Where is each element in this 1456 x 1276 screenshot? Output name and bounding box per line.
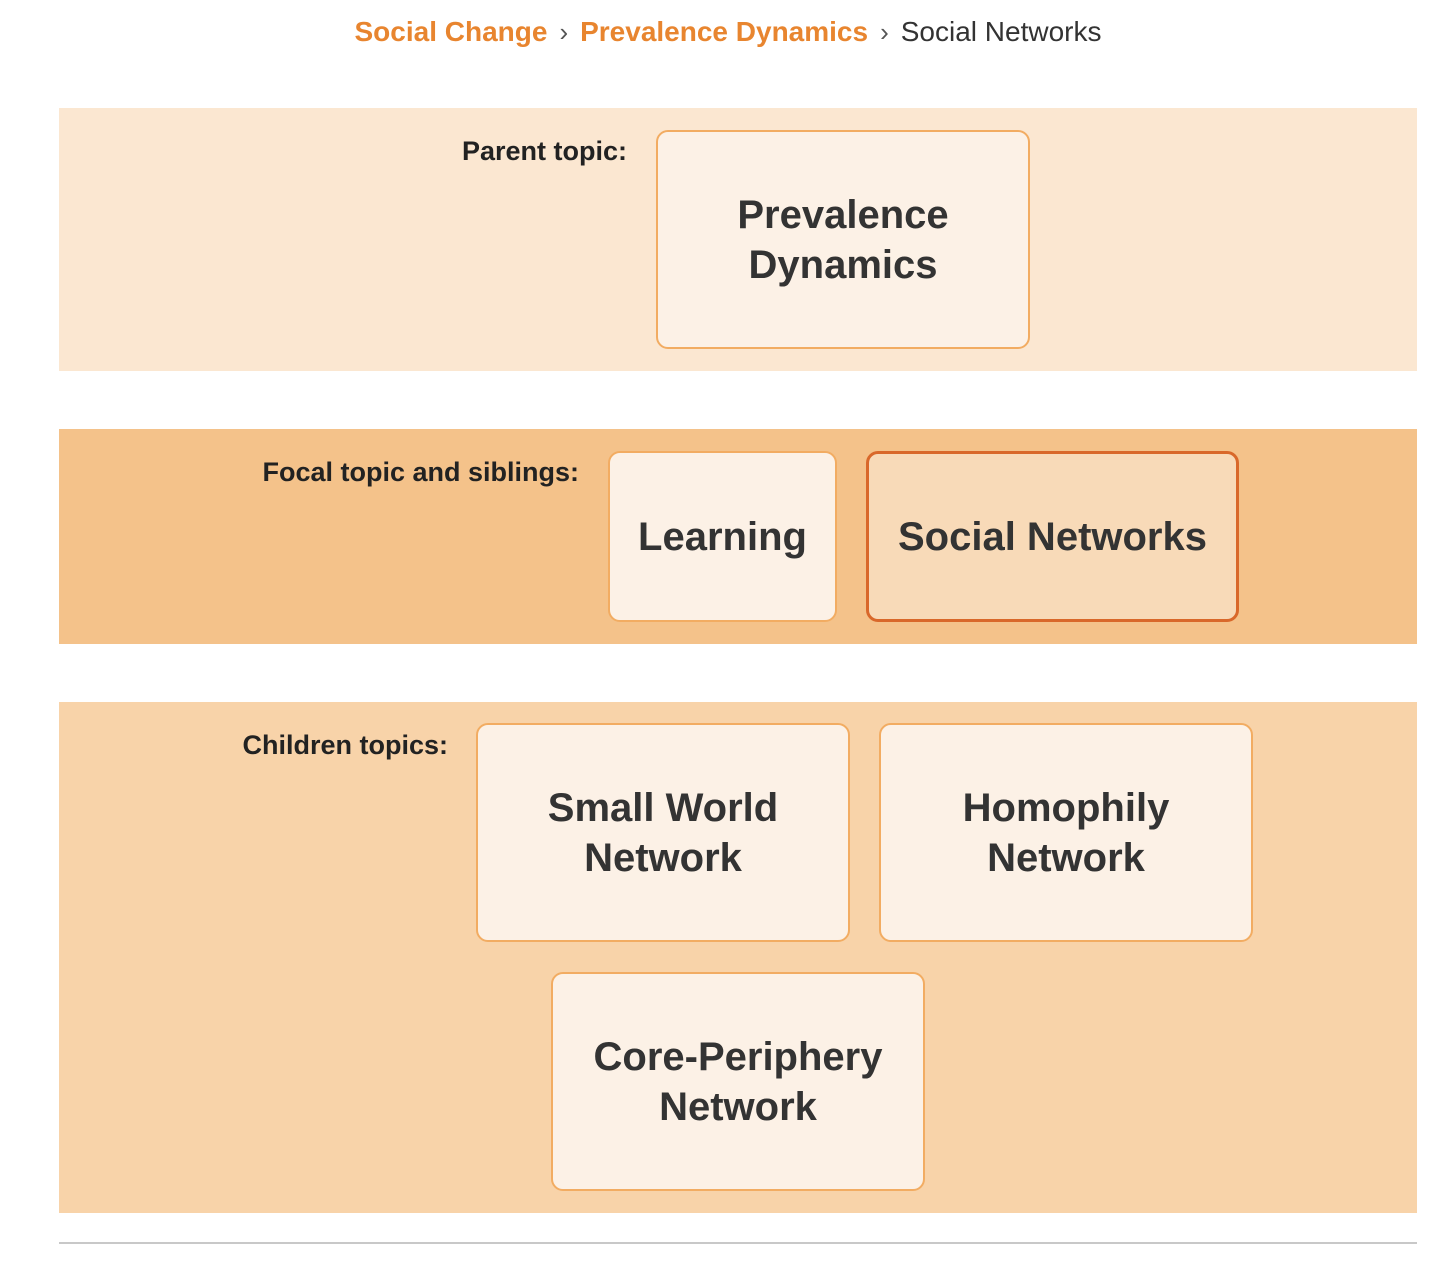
breadcrumb-separator: › bbox=[880, 16, 889, 47]
parent-topic-label: Parent topic: bbox=[461, 136, 627, 166]
focal-topic-band: Focal topic and siblings: Learning Socia… bbox=[59, 429, 1417, 644]
topic-box-small-world-network[interactable]: Small World Network bbox=[476, 723, 850, 942]
breadcrumb-link-prevalence-dynamics[interactable]: Prevalence Dynamics bbox=[580, 16, 869, 47]
bottom-divider bbox=[59, 1242, 1417, 1244]
topic-box-prevalence-dynamics[interactable]: Prevalence Dynamics bbox=[656, 130, 1030, 349]
breadcrumb-current: Social Networks bbox=[900, 16, 1102, 47]
topic-box-core-periphery-network[interactable]: Core-Periphery Network bbox=[551, 972, 925, 1191]
parent-topic-band: Parent topic: Prevalence Dynamics bbox=[59, 108, 1417, 371]
breadcrumb-separator: › bbox=[559, 16, 569, 47]
topic-box-learning[interactable]: Learning bbox=[608, 451, 837, 622]
breadcrumb: Social Change › Prevalence Dynamics › So… bbox=[0, 12, 1456, 52]
children-topics-band: Children topics: Small World Network Hom… bbox=[59, 702, 1417, 1213]
breadcrumb-link-social-change[interactable]: Social Change bbox=[354, 16, 548, 47]
topic-box-social-networks-current[interactable]: Social Networks bbox=[866, 451, 1239, 622]
focal-topic-label: Focal topic and siblings: bbox=[262, 457, 579, 487]
topic-box-homophily-network[interactable]: Homophily Network bbox=[879, 723, 1253, 942]
children-topics-label: Children topics: bbox=[242, 730, 448, 760]
